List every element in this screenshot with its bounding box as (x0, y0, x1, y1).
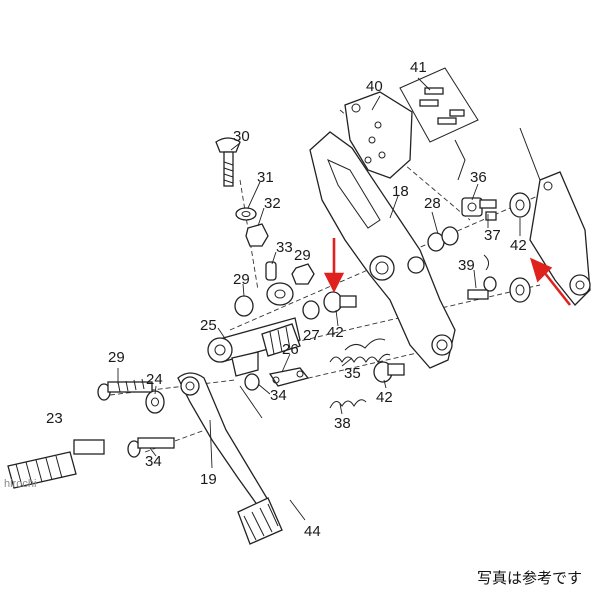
bolt-set-41-box (399, 67, 479, 143)
label-25: 25 (200, 317, 217, 334)
nut-32 (245, 223, 269, 247)
bracket-40 (344, 91, 413, 179)
collar-27 (302, 300, 320, 320)
label-31: 31 (257, 169, 274, 186)
bolt-37 (479, 199, 497, 221)
collar-28 (427, 226, 459, 252)
leader-lines (117, 77, 521, 521)
label-32: 32 (264, 195, 281, 212)
label-42-lower: 42 (376, 389, 393, 406)
spring-35 (329, 338, 391, 363)
label-41: 41 (410, 59, 427, 76)
label-34-left: 34 (145, 453, 162, 470)
right-side-bracket (519, 127, 591, 306)
washer-31 (235, 207, 257, 221)
label-23: 23 (46, 410, 63, 427)
label-27: 27 (303, 327, 320, 344)
label-26: 26 (282, 341, 299, 358)
label-24: 24 (146, 371, 163, 388)
nut-29-top (291, 263, 315, 285)
reference-photo-note: 写真は参考です (476, 569, 582, 587)
pivot-shaft-25 (207, 317, 301, 377)
label-37: 37 (484, 227, 501, 244)
label-29-top: 29 (294, 247, 311, 264)
rod-end-33 (265, 261, 294, 306)
label-30: 30 (233, 128, 250, 145)
label-28: 28 (424, 195, 441, 212)
label-34-center: 34 (270, 387, 287, 404)
spring-38 (329, 399, 367, 409)
label-33: 33 (276, 239, 293, 256)
label-18: 18 (392, 183, 409, 200)
collar-29-mid (234, 295, 254, 317)
shift-rubber-44 (237, 497, 283, 545)
label-38: 38 (334, 415, 351, 432)
bolt-39 (467, 254, 497, 300)
bolt-42-center (323, 291, 357, 313)
bolt-29-left (97, 378, 153, 401)
red-arrow-center (323, 238, 345, 293)
bolt-34-left (127, 437, 175, 458)
label-40: 40 (366, 78, 383, 95)
red-arrow-right (529, 257, 572, 306)
link-26 (268, 367, 310, 387)
washer-24 (145, 390, 165, 414)
label-42-right: 42 (510, 237, 527, 254)
callout-labels: 30 31 32 33 29 29 40 41 18 28 36 37 42 3… (46, 59, 527, 540)
collar-42-upper (509, 192, 531, 218)
collar-42-lower (509, 277, 531, 303)
bolt-34-center (244, 373, 260, 391)
bracket-plate-18 (309, 131, 456, 369)
label-36: 36 (470, 169, 487, 186)
label-29-mid: 29 (233, 271, 250, 288)
label-29-left: 29 (108, 349, 125, 366)
bolt-30 (215, 137, 241, 187)
shift-lever-19 (177, 372, 269, 507)
label-44: 44 (304, 523, 321, 540)
label-39: 39 (458, 257, 475, 274)
watermark: hirochi (4, 478, 37, 490)
bolt-42-lower (373, 361, 405, 383)
label-19: 19 (200, 471, 217, 488)
label-42-center: 42 (327, 324, 344, 341)
foot-peg-23 (7, 439, 105, 489)
label-35: 35 (344, 365, 361, 382)
